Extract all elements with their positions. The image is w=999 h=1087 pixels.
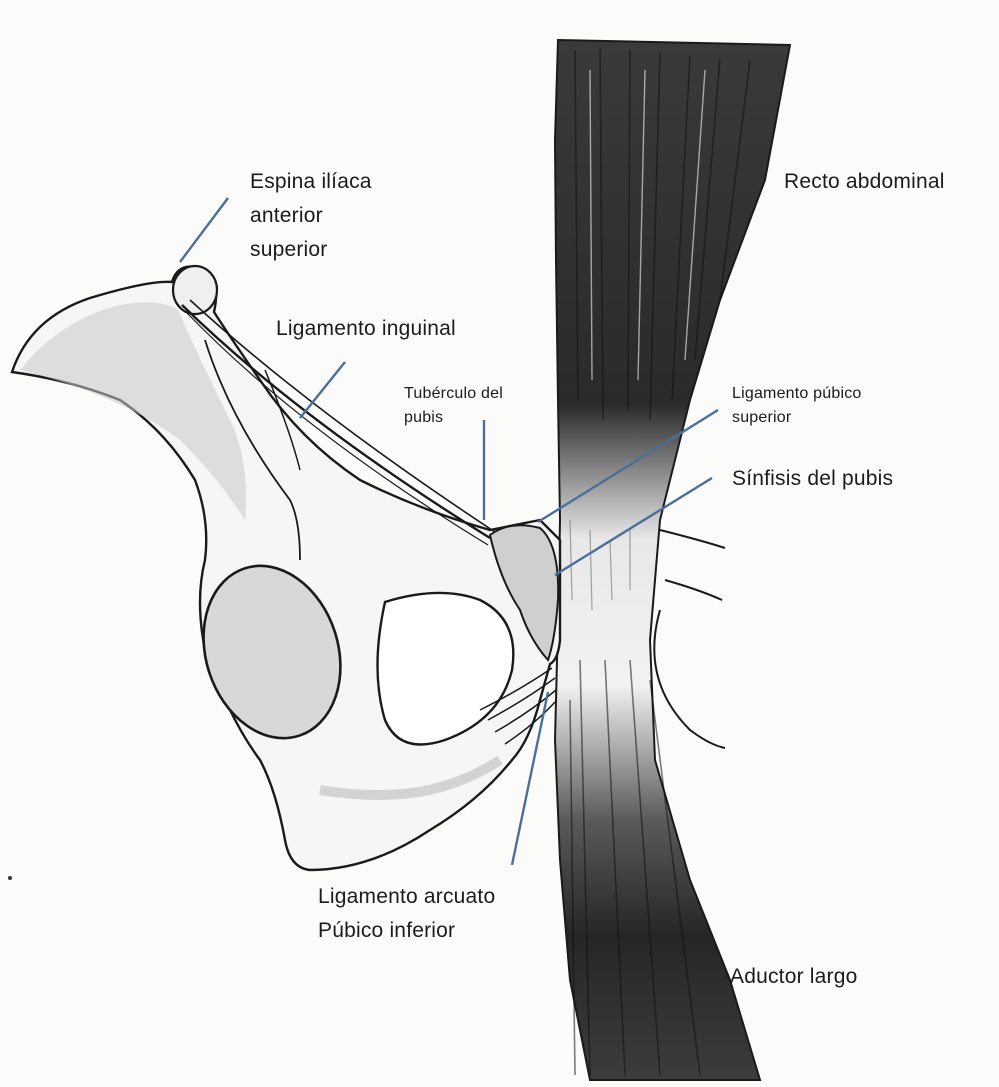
label-ligamento-arcuato: Ligamento arcuato Púbico inferior bbox=[318, 880, 495, 948]
pelvic-bone bbox=[12, 266, 560, 870]
label-ligamento-inguinal: Ligamento inguinal bbox=[276, 312, 456, 346]
label-aductor-largo: Aductor largo bbox=[730, 960, 858, 994]
muscle-band bbox=[555, 40, 790, 1080]
label-espina-iliaca: Espina ilíaca anterior superior bbox=[250, 165, 372, 267]
leader-asis bbox=[180, 198, 228, 262]
stray-mark bbox=[8, 876, 12, 880]
label-recto-abdominal: Recto abdominal bbox=[784, 165, 945, 199]
contralateral-contours bbox=[654, 530, 725, 748]
label-tuberculo-pubis: Tubérculo del pubis bbox=[404, 382, 503, 430]
label-sinfisis-pubis: Sínfisis del pubis bbox=[732, 462, 893, 496]
label-ligamento-pubico-superior: Ligamento púbico superior bbox=[732, 382, 862, 430]
